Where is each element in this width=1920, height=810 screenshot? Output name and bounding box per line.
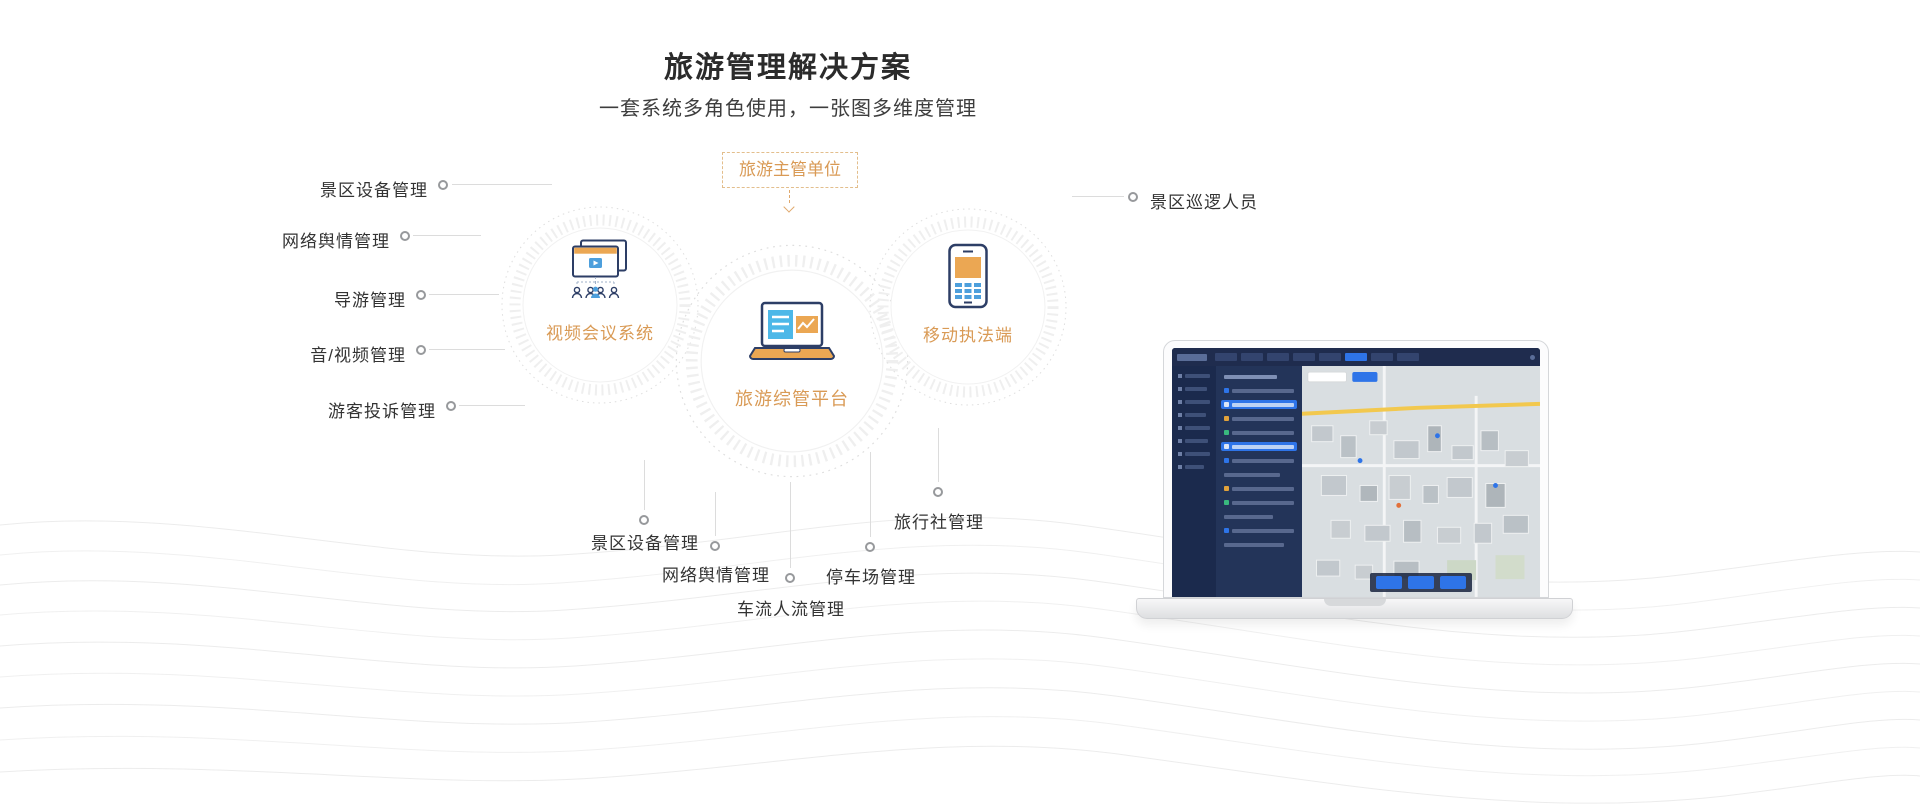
arrow-down-icon: [783, 201, 795, 213]
sidebar-row: [1178, 374, 1210, 378]
node-platform: 旅游综管平台: [674, 243, 910, 479]
sidebar-row: [1178, 426, 1210, 430]
connector-line: [413, 235, 481, 236]
connector-dot: [1128, 192, 1138, 202]
panel-row: [1221, 540, 1297, 549]
connector-dot: [446, 401, 456, 411]
dashboard-logo: [1177, 353, 1207, 361]
sidebar-row: [1178, 439, 1210, 443]
dashboard-mockup: [1172, 348, 1540, 597]
node-mobile-enforcement: 移动执法端: [868, 207, 1068, 407]
connector-line: [429, 294, 499, 295]
dashboard-topbar: [1172, 348, 1540, 366]
connector-dot: [416, 345, 426, 355]
spoke-label-bottom-2: 网络舆情管理: [662, 566, 770, 585]
connector-dot: [710, 541, 720, 551]
map-toolbar-button: [1440, 576, 1466, 589]
page-title: 旅游管理解决方案: [663, 52, 912, 84]
connector-dot: [933, 487, 943, 497]
connector-line: [715, 492, 716, 536]
spoke-label-left-2: 网络舆情管理: [282, 232, 390, 251]
spoke-label-bottom-3: 车流人流管理: [737, 600, 845, 619]
connector-line: [938, 428, 939, 482]
mobile-phone-icon: [948, 243, 988, 309]
panel-row: [1221, 428, 1297, 437]
dashboard-tab-active: [1345, 353, 1367, 361]
panel-row: [1221, 484, 1297, 493]
dashboard-tab: [1319, 353, 1341, 361]
dashboard-sidebar: [1172, 366, 1216, 597]
panel-row-selected: [1221, 400, 1297, 409]
laptop-base: [1136, 598, 1573, 619]
background-waves-decoration: [0, 516, 1920, 804]
map-toolbar: [1370, 573, 1472, 592]
dashboard-tab: [1241, 353, 1263, 361]
sidebar-row: [1178, 465, 1210, 469]
spoke-label-left-5: 游客投诉管理: [328, 402, 436, 421]
map-toolbar-button: [1408, 576, 1434, 589]
connector-line: [790, 482, 791, 568]
spoke-label-right-1: 景区巡逻人员: [1150, 193, 1258, 212]
panel-row: [1221, 512, 1297, 521]
spoke-label-bottom-4: 停车场管理: [826, 568, 916, 587]
panel-row: [1221, 470, 1297, 479]
laptop-screen: [1163, 340, 1549, 598]
node-ring-decoration: [501, 206, 699, 404]
video-conference-icon: [571, 239, 627, 299]
dashboard-tab: [1397, 353, 1419, 361]
panel-row: [1221, 456, 1297, 465]
connector-dot: [865, 542, 875, 552]
connector-line: [644, 460, 645, 510]
panel-row: [1221, 386, 1297, 395]
sidebar-row: [1178, 452, 1210, 456]
spoke-label-left-1: 景区设备管理: [320, 181, 428, 200]
connector-line: [429, 349, 505, 350]
spoke-label-left-3: 导游管理: [334, 291, 406, 310]
authority-connector-line: [789, 190, 790, 203]
map-3d-city: [1302, 366, 1540, 597]
sidebar-row: [1178, 387, 1210, 391]
sidebar-row: [1178, 413, 1210, 417]
node-video-conference: 视频会议系统: [500, 205, 700, 405]
panel-row: [1221, 526, 1297, 535]
spoke-label-bottom-1: 景区设备管理: [591, 534, 699, 553]
platform-laptop-icon: [748, 301, 836, 360]
connector-line: [870, 452, 871, 537]
connector-line: [1072, 196, 1124, 197]
laptop-base-notch: [1323, 599, 1386, 606]
connector-dot: [639, 515, 649, 525]
dashboard-tab: [1293, 353, 1315, 361]
map-toolbar-button: [1376, 576, 1402, 589]
spoke-label-left-4: 音/视频管理: [310, 346, 406, 365]
connector-dot: [785, 573, 795, 583]
node-label-platform: 旅游综管平台: [735, 389, 849, 409]
connector-dot: [416, 290, 426, 300]
dashboard-body: [1172, 366, 1540, 597]
node-ring-decoration: [675, 244, 909, 478]
panel-row: [1221, 498, 1297, 507]
dashboard-map: [1302, 366, 1540, 597]
dashboard-tab: [1267, 353, 1289, 361]
panel-row-selected: [1221, 442, 1297, 451]
node-label-video-conference: 视频会议系统: [546, 324, 654, 343]
node-label-mobile-enforcement: 移动执法端: [923, 326, 1013, 345]
dashboard-tab: [1371, 353, 1393, 361]
spoke-label-bottom-5: 旅行社管理: [894, 513, 984, 532]
dashboard-user-dot: [1530, 354, 1535, 360]
page-subtitle: 一套系统多角色使用，一张图多维度管理: [599, 98, 977, 120]
connector-dot: [400, 231, 410, 241]
connector-line: [452, 184, 552, 185]
dashboard-panel: [1216, 366, 1302, 597]
panel-row: [1221, 372, 1297, 381]
connector-dot: [438, 180, 448, 190]
authority-box: 旅游主管单位: [722, 152, 858, 188]
connector-line: [459, 405, 525, 406]
dashboard-tab: [1215, 353, 1237, 361]
panel-row: [1221, 414, 1297, 423]
sidebar-row: [1178, 400, 1210, 404]
